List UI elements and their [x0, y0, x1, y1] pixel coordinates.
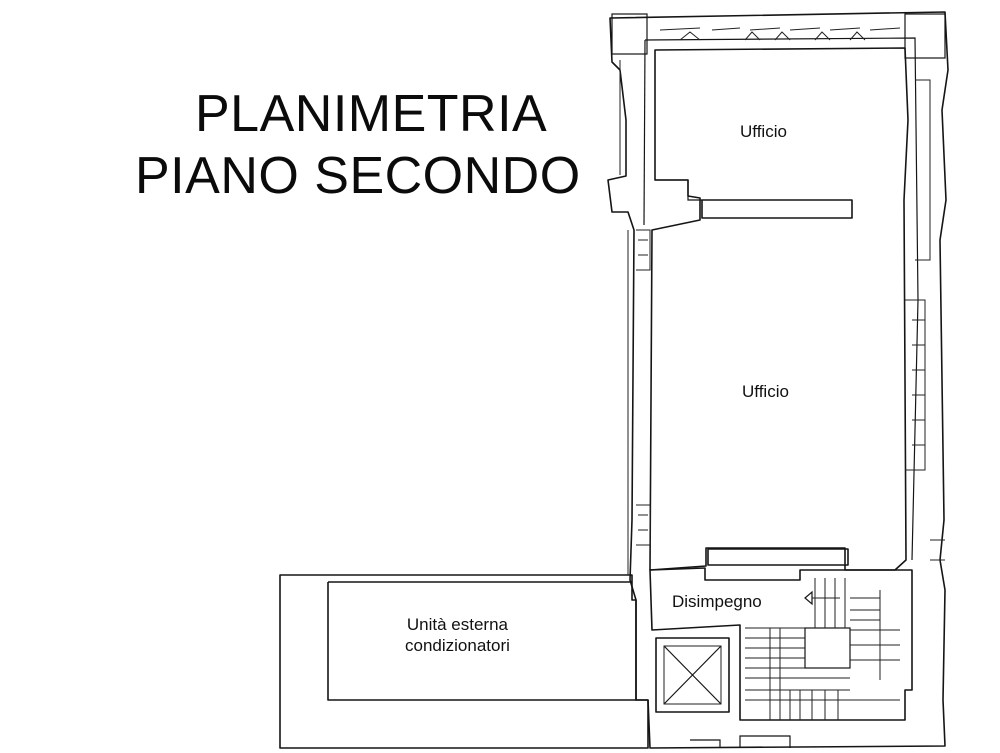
- lift-shaft: [655, 637, 730, 713]
- staircase: [745, 578, 900, 720]
- plan-title-line-1: PLANIMETRIA: [195, 85, 548, 143]
- room-label-office-top: Ufficio: [740, 122, 787, 141]
- room-label-corridor: Disimpegno: [672, 592, 762, 611]
- ac-label-line-1: Unità esterna: [406, 615, 509, 634]
- plan-title-line-2: PIANO SECONDO: [135, 147, 581, 205]
- ac-label-line-2: condizionatori: [405, 636, 510, 655]
- room-label-ac-units: Unità esterna condizionatori: [405, 614, 510, 656]
- room-label-office-main: Ufficio: [742, 382, 789, 401]
- ac-area: [279, 574, 649, 749]
